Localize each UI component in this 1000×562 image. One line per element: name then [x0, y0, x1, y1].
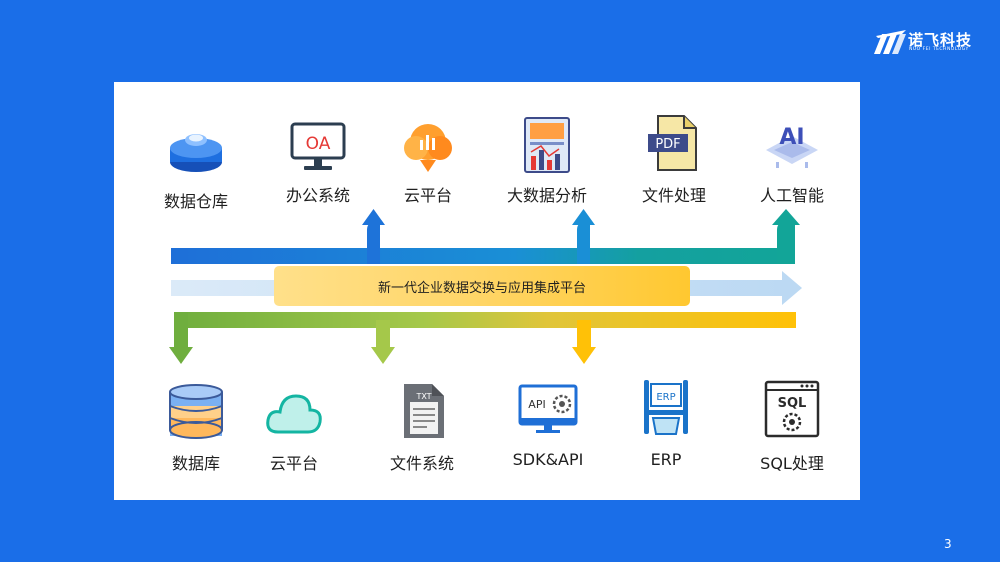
bottom-item-label: SQL处理 — [760, 454, 824, 473]
platform-label: 新一代企业数据交换与应用集成平台 — [377, 280, 586, 296]
bottom-item-label: ERP — [650, 450, 682, 469]
top-item-file-processing: PDF 文件处理 — [614, 114, 734, 210]
top-item-data-warehouse: 数据仓库 — [136, 122, 256, 212]
sql-window-icon: SQL — [764, 380, 820, 438]
bottom-item-label: 数据库 — [171, 454, 220, 473]
oa-monitor-icon: OA — [290, 122, 346, 170]
cloud-icon — [266, 394, 322, 434]
top-item-oa: OA 办公系统 — [258, 120, 378, 210]
top-item-label: 数据仓库 — [163, 192, 228, 211]
oa-icon-text: OA — [306, 134, 331, 154]
top-item-label: 文件处理 — [641, 186, 706, 205]
brand-name: 诺飞科技 — [908, 31, 973, 49]
bottom-flow-band — [169, 312, 796, 364]
brand-subtitle: NUO FEI TECHNOLOGY — [909, 47, 969, 52]
content-card: 新一代企业数据交换与应用集成平台 数据仓库 OA 办公系统 — [114, 82, 860, 500]
page-number: 3 — [944, 537, 952, 551]
database-icon — [169, 384, 223, 439]
bottom-item-file-system: TXT 文件系统 — [362, 382, 482, 474]
top-flow-band — [171, 209, 800, 264]
txt-icon-text: TXT — [415, 392, 431, 401]
api-monitor-icon: API — [518, 384, 578, 433]
bottom-item-erp: ERP ERP — [606, 378, 726, 474]
cloud-upload-icon — [404, 124, 452, 172]
ai-icon-text: AI — [779, 125, 804, 150]
top-item-label: 云平台 — [403, 186, 452, 205]
txt-file-icon: TXT — [404, 384, 444, 438]
brand-mark-icon — [874, 30, 906, 54]
big-data-chart-icon — [524, 117, 570, 173]
top-item-label: 办公系统 — [285, 186, 350, 205]
brand-logo: 诺飞科技 NUO FEI TECHNOLOGY — [872, 28, 972, 58]
bottom-item-sql: SQL SQL处理 — [732, 380, 852, 474]
erp-icon-text: ERP — [656, 392, 675, 403]
pdf-icon-text: PDF — [655, 137, 680, 152]
erp-icon: ERP — [644, 380, 688, 435]
top-item-label: 大数据分析 — [506, 186, 587, 205]
top-item-cloud-platform: 云平台 — [368, 120, 488, 210]
ai-chip-icon: AI — [766, 125, 818, 168]
bottom-item-database: 数据库 — [136, 384, 256, 474]
pdf-file-icon: PDF — [648, 115, 697, 171]
platform-band: 新一代企业数据交换与应用集成平台 — [274, 266, 690, 306]
bottom-item-sdk-api: API SDK&API — [488, 382, 608, 474]
bottom-item-label: 云平台 — [269, 454, 318, 473]
top-item-ai: AI 人工智能 — [732, 116, 852, 210]
data-warehouse-icon — [170, 134, 222, 172]
api-icon-text: API — [528, 398, 545, 411]
sql-icon-text: SQL — [778, 396, 807, 411]
bottom-item-label: SDK&API — [512, 450, 584, 469]
top-item-label: 人工智能 — [759, 186, 824, 205]
bottom-item-cloud-platform: 云平台 — [234, 386, 354, 474]
top-item-big-data: 大数据分析 — [487, 116, 607, 210]
bottom-item-label: 文件系统 — [389, 454, 454, 473]
